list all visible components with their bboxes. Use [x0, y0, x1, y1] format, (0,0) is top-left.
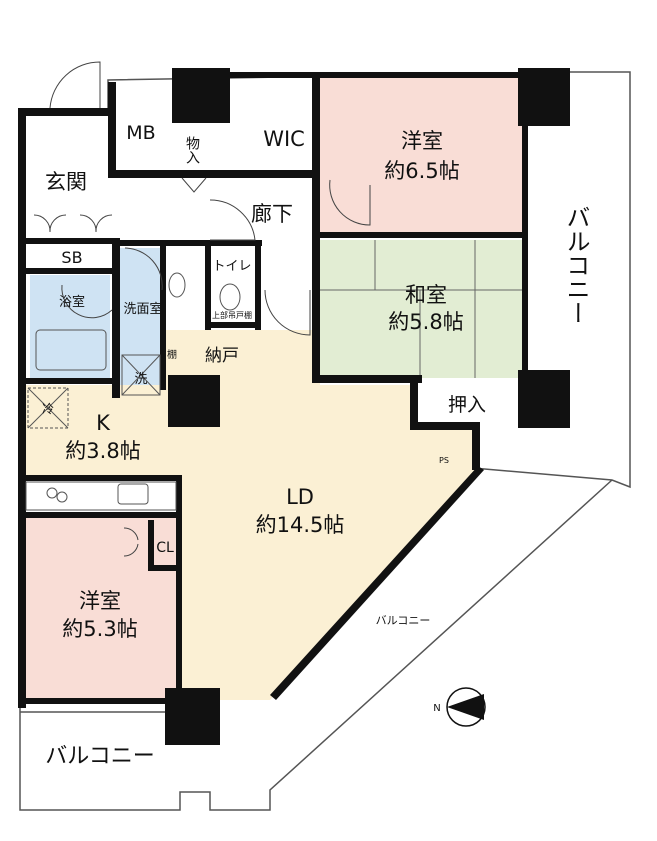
kitchen-size: 約3.8帖 — [65, 439, 140, 463]
compass — [446, 687, 486, 727]
labels: 洋室 約6.5帖 玄関 MB 物入 WIC 廊下 SB 浴室 洗面室 トイレ 上… — [42, 122, 590, 769]
japanese-room-size: 約5.8帖 — [388, 310, 463, 334]
fixtures — [25, 272, 241, 511]
balcony-east-label: バルコニー — [562, 205, 590, 325]
fridge-label: 冷 — [42, 402, 54, 416]
toilet-note: 上部吊戸棚 — [212, 310, 252, 320]
bathtub — [35, 329, 107, 371]
kitchen-sink — [117, 483, 149, 505]
western-room-2-name: 洋室 — [79, 589, 121, 613]
hallway-label: 廊下 — [251, 202, 293, 226]
shelf-label: 棚 — [167, 348, 177, 361]
western-room-1-name: 洋室 — [401, 129, 443, 153]
storage-label: 物入 — [184, 136, 200, 164]
living-dining-size: 約14.5帖 — [256, 513, 345, 537]
bathroom-label: 浴室 — [59, 294, 85, 310]
balcony-southwest-label: バルコニー — [45, 744, 155, 769]
washer-pan — [121, 354, 161, 396]
basin — [168, 272, 186, 298]
wic-label: WIC — [263, 127, 305, 151]
closet-cl-label: CL — [156, 540, 174, 556]
bathroom-fill — [30, 275, 110, 380]
toilet-bowl — [219, 283, 241, 311]
oshiire-label: 押入 — [448, 394, 486, 416]
ps-label: PS — [439, 456, 449, 465]
walls — [18, 68, 570, 745]
mb-label: MB — [126, 122, 155, 144]
fridge-box — [27, 387, 69, 429]
washer-label: 洗 — [134, 372, 147, 387]
western-room-1-fill — [320, 75, 526, 235]
entrance-label: 玄関 — [45, 170, 87, 194]
compass-label: N — [433, 703, 440, 714]
washroom-fill — [118, 248, 166, 398]
pantry-label: 納戸 — [205, 346, 239, 366]
balcony-outline — [19, 71, 631, 811]
kitchen-name: K — [96, 411, 111, 435]
doors — [33, 61, 371, 557]
kitchen-counter — [25, 481, 177, 511]
room-fills — [22, 75, 526, 700]
western-room-2-size: 約5.3帖 — [62, 617, 137, 641]
japanese-room-name: 和室 — [405, 283, 447, 307]
shoe-box-label: SB — [61, 248, 82, 267]
japanese-room-fill — [320, 240, 526, 378]
toilet-label: トイレ — [212, 259, 251, 274]
tatami-lines — [320, 240, 526, 378]
balcony-small-label: バルコニー — [376, 614, 431, 627]
living-dining-name: LD — [286, 485, 314, 509]
living-dining-fill — [22, 330, 478, 700]
western-room-1-size: 約6.5帖 — [384, 159, 459, 183]
washroom-label: 洗面室 — [123, 301, 162, 317]
